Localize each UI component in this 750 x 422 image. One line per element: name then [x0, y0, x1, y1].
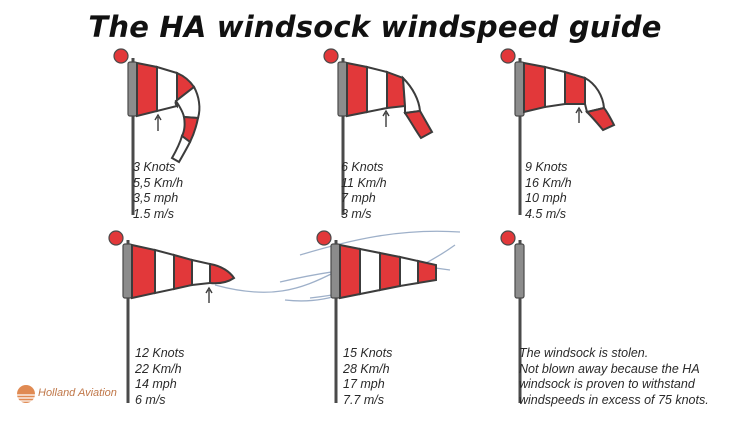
caption-line: 7.7 m/s: [343, 392, 384, 407]
sun-logo-icon: [15, 385, 37, 403]
windsock-9-knots: [500, 48, 616, 215]
caption-line: 3 m/s: [341, 206, 372, 221]
page-title: The HA windsock windspeed guide: [88, 10, 662, 44]
caption-line: windspeeds in excess of 75 knots.: [519, 392, 709, 407]
caption-line: 4.5 m/s: [525, 206, 566, 221]
caption-line: 5,5 Km/h: [133, 175, 184, 190]
caption-line: 6 Knots: [341, 160, 384, 174]
caption-line: Not blown away because the HA: [519, 361, 700, 376]
caption-line: The windsock is stolen.: [519, 346, 649, 360]
caption-line: 1.5 m/s: [133, 206, 174, 221]
holland-aviation-logo: Holland Aviation: [14, 384, 124, 404]
caption-6-knots: 6 Knots 11 Km/h 7 mph 3 m/s: [341, 160, 387, 222]
windsock-3-knots: [113, 48, 201, 215]
caption-3-knots: 3 Knots 5,5 Km/h 3,5 mph 1.5 m/s: [133, 160, 183, 222]
caption-line: 15 Knots: [343, 346, 393, 360]
caption-line: 7 mph: [341, 191, 376, 205]
logo-text: Holland Aviation: [38, 387, 117, 399]
caption-line: 11 Km/h: [341, 175, 387, 190]
caption-9-knots: 9 Knots 16 Km/h 10 mph 4.5 m/s: [525, 160, 572, 222]
windsock-12-knots: [108, 230, 236, 403]
caption-stolen: The windsock is stolen. Not blown away b…: [519, 346, 709, 408]
caption-line: 22 Km/h: [135, 361, 182, 376]
caption-line: 3 Knots: [133, 160, 176, 174]
windsock-6-knots: [323, 48, 434, 215]
windsock-stolen: [500, 230, 525, 403]
windsock-15-knots: [316, 230, 437, 403]
caption-15-knots: 15 Knots 28 Km/h 17 mph 7.7 m/s: [343, 346, 392, 408]
caption-line: 28 Km/h: [343, 361, 390, 376]
caption-line: 6 m/s: [135, 392, 166, 407]
caption-line: 14 mph: [135, 377, 177, 391]
caption-12-knots: 12 Knots 22 Km/h 14 mph 6 m/s: [135, 346, 184, 408]
caption-line: windsock is proven to withstand: [519, 377, 695, 391]
caption-line: 12 Knots: [135, 346, 185, 360]
caption-line: 3,5 mph: [133, 191, 179, 205]
caption-line: 10 mph: [525, 191, 567, 205]
caption-line: 9 Knots: [525, 160, 568, 174]
caption-line: 17 mph: [343, 377, 385, 391]
caption-line: 16 Km/h: [525, 175, 572, 190]
